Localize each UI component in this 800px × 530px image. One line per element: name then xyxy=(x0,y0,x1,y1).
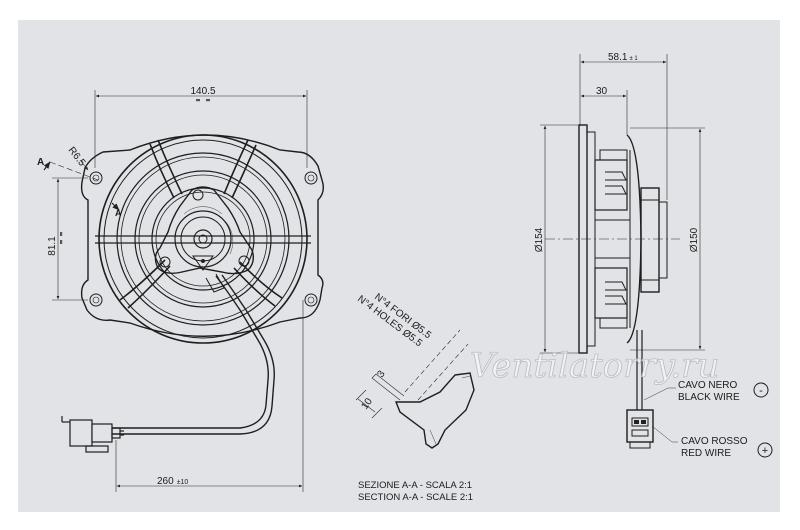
section-marker-a: A xyxy=(115,208,122,218)
motor-hub xyxy=(154,186,255,275)
dim-section-thickness: 3 xyxy=(375,368,387,379)
dim-outer-diameter: Ø154 xyxy=(534,227,545,252)
side-view: 58.1± 1 30 Ø154 Ø150 CAVO NERO BLACK WIR… xyxy=(534,52,773,459)
section-view: N°4 FORI Ø5.5 N°4 HOLES Ø5.5 3 10 SEZION… xyxy=(355,292,475,503)
dim-inner-diameter: Ø150 xyxy=(689,227,700,252)
mount-hole xyxy=(304,171,318,185)
section-caption-en: SECTION A-A - SCALE 2:1 xyxy=(358,492,473,503)
minus-symbol-text: - xyxy=(759,385,763,397)
dim-total-depth: 58.1± 1 xyxy=(608,52,638,63)
mount-hole xyxy=(89,293,103,307)
outer-ring xyxy=(98,134,308,344)
front-view: 140.5 81.1 R6.5 A A 260±10 xyxy=(37,86,325,492)
plus-symbol-text: + xyxy=(762,445,768,457)
dim-width-front: 140.5 xyxy=(190,86,215,97)
minus-symbol xyxy=(753,382,769,398)
side-motor xyxy=(640,187,660,293)
fan-housing xyxy=(80,134,325,337)
dim-body-depth: 30 xyxy=(596,86,608,97)
front-connector xyxy=(61,416,124,453)
black-wire-label-en: BLACK WIRE xyxy=(678,392,740,403)
cable xyxy=(92,275,269,429)
dim-cable-length: 260±10 xyxy=(157,476,188,487)
watermark: Ventilatorry.ru xyxy=(470,346,719,386)
mount-hole xyxy=(89,171,103,185)
mount-hole xyxy=(304,293,318,307)
section-profile xyxy=(394,372,475,449)
black-wire-label-it: CAVO NERO xyxy=(678,380,737,391)
red-wire-label-en: RED WIRE xyxy=(681,448,731,459)
section-marker-a: A xyxy=(37,157,44,168)
dim-section-height: 10 xyxy=(359,396,375,412)
dim-mount-height: 81.1 xyxy=(47,236,58,256)
red-wire-label-it: CAVO ROSSO xyxy=(681,436,748,447)
guard-spokes xyxy=(119,139,283,309)
plus-symbol xyxy=(757,442,773,458)
section-caption-it: SEZIONE A-A - SCALA 2:1 xyxy=(358,480,472,491)
